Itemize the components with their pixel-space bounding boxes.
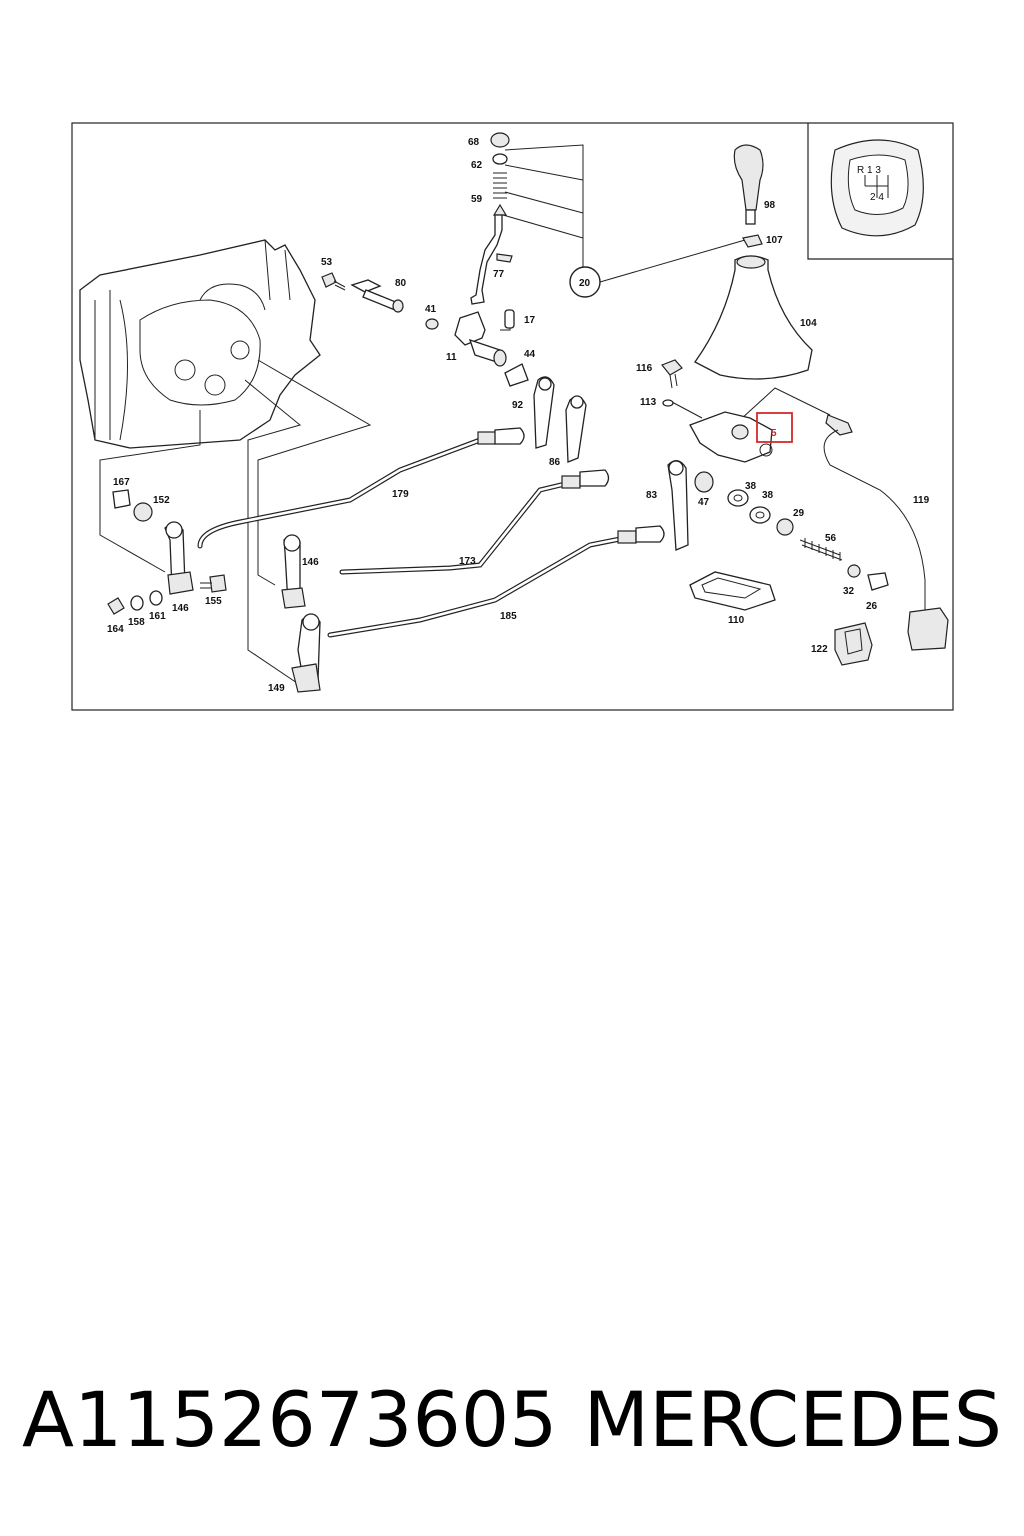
callout-41: 41 (425, 304, 437, 315)
levers-upper (533, 376, 587, 463)
callout-113: 113 (640, 397, 657, 408)
callout-38a: 38 (745, 481, 757, 492)
callout-185: 185 (500, 611, 517, 622)
shift-gate-inset: R 1 3 2 4 (807, 123, 953, 260)
callout-44: 44 (524, 349, 536, 360)
rod-173 (339, 469, 610, 575)
callout-77: 77 (493, 269, 505, 280)
callout-110: 110 (728, 615, 745, 626)
brand-name: MERCEDES (583, 1375, 1002, 1464)
callout-11: 11 (446, 352, 457, 363)
callout-5: 5 (771, 428, 777, 439)
callout-47: 47 (698, 497, 710, 508)
callout-167: 167 (113, 477, 130, 488)
right-small-parts (667, 460, 889, 591)
gate-bottom-label: 2 4 (870, 192, 884, 203)
callout-86: 86 (549, 457, 561, 468)
callout-62: 62 (471, 160, 483, 171)
part-number: A1152673605 (22, 1375, 558, 1464)
callout-122: 122 (811, 644, 828, 655)
leader-lines (99, 144, 831, 686)
callout-38b: 38 (762, 490, 774, 501)
callout-158: 158 (128, 617, 145, 628)
parts-diagram: R 1 3 2 4 (71, 122, 954, 711)
callout-labels: 68 62 59 77 20 53 80 41 17 11 44 116 113… (107, 137, 930, 694)
lever-stack (470, 132, 513, 305)
callout-104: 104 (800, 318, 817, 329)
callout-59: 59 (471, 194, 483, 205)
callout-53: 53 (321, 257, 333, 268)
callout-17: 17 (524, 315, 536, 326)
callout-161: 161 (149, 611, 166, 622)
callout-107: 107 (766, 235, 783, 246)
fasteners-top (321, 272, 515, 330)
callout-173: 173 (459, 556, 476, 567)
cable (823, 414, 949, 651)
transmission-housing (79, 239, 321, 449)
callout-20-circle (569, 266, 601, 298)
callout-119: 119 (913, 495, 930, 506)
callout-32: 32 (843, 586, 855, 597)
selector-shaft (454, 311, 529, 387)
callout-146b: 146 (172, 603, 189, 614)
callout-179: 179 (392, 489, 409, 500)
callout-20: 20 (579, 278, 591, 289)
callout-80: 80 (395, 278, 407, 289)
shift-knob-assembly (694, 144, 813, 380)
callout-83: 83 (646, 490, 658, 501)
rod-185 (327, 525, 665, 638)
callout-155: 155 (205, 596, 222, 607)
callout-116: 116 (636, 363, 653, 374)
callout-164: 164 (107, 624, 124, 635)
callout-146a: 146 (302, 557, 319, 568)
gate-top-label: R 1 3 (857, 165, 881, 176)
left-lower-parts (107, 489, 321, 693)
caption-bar: A1152673605 MERCEDES (0, 1365, 1024, 1475)
callout-149: 149 (268, 683, 285, 694)
callout-26: 26 (866, 601, 878, 612)
callout-68: 68 (468, 137, 480, 148)
callout-56: 56 (825, 533, 837, 544)
frame-110 (689, 571, 873, 666)
callout-98: 98 (764, 200, 776, 211)
rod-179 (197, 427, 525, 549)
highlight-box (756, 412, 793, 443)
callout-29: 29 (793, 508, 805, 519)
callout-92: 92 (512, 400, 524, 411)
shifter-housing (661, 359, 793, 463)
callout-152: 152 (153, 495, 170, 506)
